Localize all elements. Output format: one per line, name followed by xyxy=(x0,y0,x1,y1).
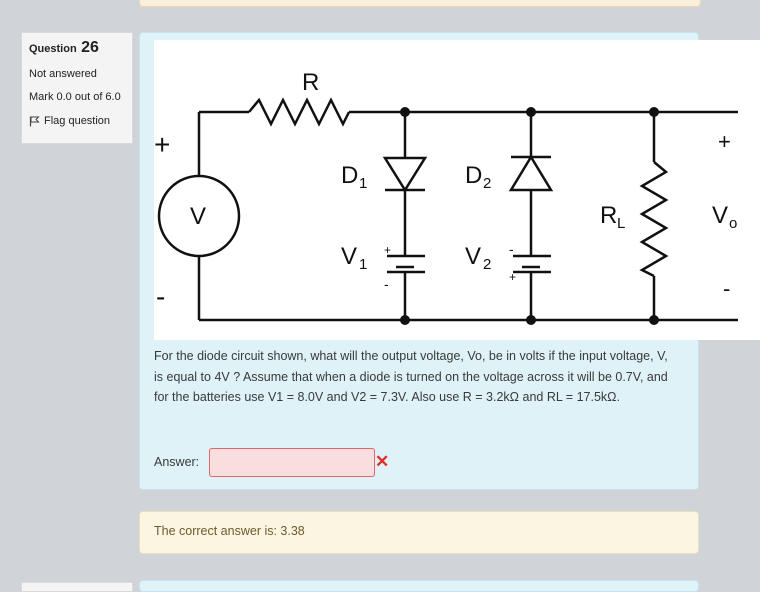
question-heading: Question 26 xyxy=(29,39,125,57)
label-v: V xyxy=(190,203,206,230)
source-plus-sign: + xyxy=(154,129,170,160)
label-d1: D xyxy=(341,162,358,189)
battery-v2 xyxy=(513,245,551,285)
previous-question-feedback-strip xyxy=(139,0,701,7)
label-rl-sub: L xyxy=(617,215,625,232)
label-r: R xyxy=(302,69,319,96)
label-vo: V xyxy=(712,202,728,229)
question-number: 26 xyxy=(81,39,99,56)
junction-dots xyxy=(400,107,659,325)
question-mark: Mark 0.0 out of 6.0 xyxy=(29,91,121,103)
v1-plus-sign: + xyxy=(384,243,391,257)
correct-answer-text: The correct answer is: 3.38 xyxy=(154,524,305,538)
question-label: Question xyxy=(29,43,77,55)
v2-plus-sign: + xyxy=(509,270,516,284)
flag-question-label: Flag question xyxy=(44,115,111,127)
next-question-content-panel xyxy=(139,580,699,592)
label-v1-sub: 1 xyxy=(359,256,367,273)
v1-minus-sign: - xyxy=(384,276,389,292)
label-d2: D xyxy=(465,162,482,189)
incorrect-icon: ✕ xyxy=(375,452,390,471)
answer-input[interactable] xyxy=(209,448,375,477)
diode-d2 xyxy=(508,154,554,192)
flag-icon xyxy=(29,116,40,127)
question-info-panel: Question 26 Not answered Mark 0.0 out of… xyxy=(21,32,133,144)
resistor-rl xyxy=(639,161,669,278)
question-status: Not answered xyxy=(29,68,97,80)
label-rl: R xyxy=(600,202,617,229)
resistor-r xyxy=(248,97,351,127)
output-plus-sign: + xyxy=(718,129,731,154)
correct-answer-feedback: The correct answer is: 3.38 xyxy=(139,511,699,554)
next-question-info-panel xyxy=(21,582,133,592)
label-v1: V xyxy=(341,243,357,270)
question-text: For the diode circuit shown, what will t… xyxy=(154,349,668,404)
voltage-source xyxy=(157,174,241,258)
label-d2-sub: 2 xyxy=(483,175,491,192)
label-v2: V xyxy=(465,243,481,270)
circuit-diagram: R V D 1 D 2 V 1 V 2 R L V o + - + - + - … xyxy=(154,40,760,340)
label-d1-sub: 1 xyxy=(359,175,367,192)
label-vo-sub: o xyxy=(729,215,737,232)
battery-v1 xyxy=(387,245,425,285)
label-v2-sub: 2 xyxy=(483,256,491,273)
answer-label: Answer: xyxy=(154,455,200,469)
output-minus-sign: - xyxy=(723,276,730,301)
flag-question-link[interactable]: Flag question xyxy=(29,115,125,127)
source-minus-sign: - xyxy=(156,281,165,312)
diode-d1 xyxy=(382,156,428,193)
v2-minus-sign: - xyxy=(509,241,514,257)
